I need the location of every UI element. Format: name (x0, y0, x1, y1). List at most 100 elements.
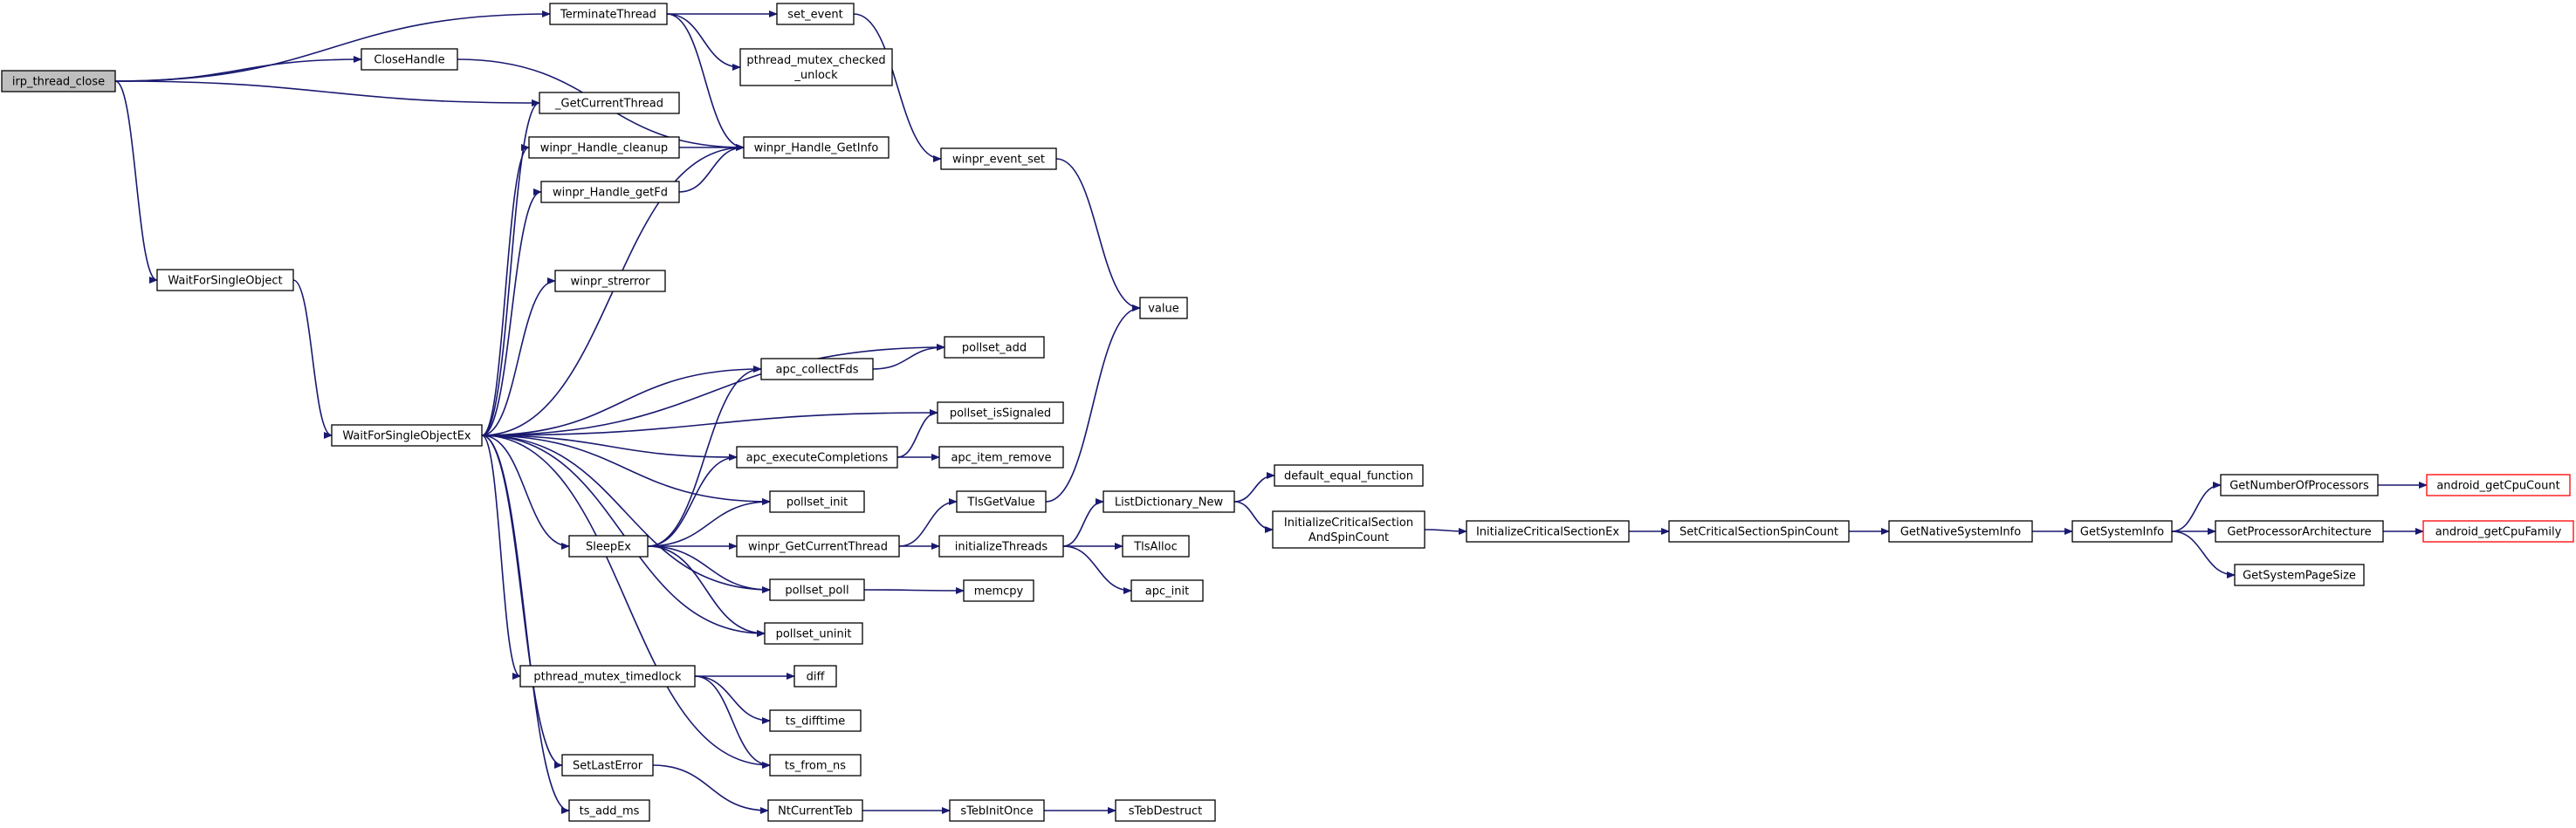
node-diff[interactable]: diff (793, 665, 837, 688)
node-ts-difftime[interactable]: ts_difftime (769, 709, 862, 732)
node-box (539, 92, 680, 114)
node-label: WaitForSingleObject (168, 275, 282, 288)
node-pollset-add[interactable]: pollset_add (944, 336, 1045, 359)
node-winpr-handle-get-fd[interactable]: winpr_Handle_getFd (540, 181, 680, 203)
node-s-teb-destruct[interactable]: sTebDestruct (1115, 799, 1216, 822)
node-set-last-error[interactable]: SetLastError (561, 754, 654, 777)
edge-wait-for-single-object-ex-to-pollset-init (481, 435, 771, 505)
node-initialize-critical-section-ex[interactable]: InitializeCriticalSectionEx (1466, 520, 1630, 543)
edge-winpr-get-current-thread-to-tls-get-value (898, 498, 958, 547)
node-box (1274, 464, 1424, 487)
node-apc-item-remove[interactable]: apc_item_remove (938, 446, 1064, 469)
node-box (331, 424, 483, 447)
edge-initialize-critical-section-and-spin-count-to-initialize-critical-section-ex (1424, 527, 1467, 535)
node-box (938, 446, 1064, 469)
node-box (1130, 579, 1204, 602)
node-winpr-strerror[interactable]: winpr_strerror (554, 270, 666, 292)
node-label: diff (807, 671, 826, 684)
node-irp-thread-close[interactable]: irp_thread_close (1, 70, 116, 92)
node-apc-init[interactable]: apc_init (1130, 579, 1204, 602)
node-get-current-thread[interactable]: _GetCurrentThread (539, 92, 680, 114)
node-label: winpr_Handle_cleanup (540, 142, 668, 155)
node-ts-add-ms[interactable]: ts_add_ms (568, 799, 650, 822)
node-box (568, 799, 650, 822)
node-pollset-init[interactable]: pollset_init (769, 490, 865, 513)
node-label: InitializeCriticalSectionEx (1476, 526, 1619, 539)
node-box (2220, 474, 2379, 496)
node-box (2426, 474, 2571, 496)
node-android-get-cpu-family[interactable]: android_getCpuFamily (2422, 520, 2574, 543)
node-pollset-poll[interactable]: pollset_poll (769, 578, 865, 601)
edge-wait-for-single-object-ex-to-ts-from-ns (481, 435, 771, 769)
edge-wait-for-single-object-ex-to-ts-add-ms (481, 435, 570, 814)
node-default-equal-function[interactable]: default_equal_function (1274, 464, 1424, 487)
edge-irp-thread-close-to-get-current-thread (114, 80, 540, 106)
node-tls-alloc[interactable]: TlsAlloc (1122, 535, 1190, 558)
node-winpr-get-current-thread[interactable]: winpr_GetCurrentThread (736, 535, 900, 558)
node-pthread-mutex-timedlock[interactable]: pthread_mutex_timedlock (519, 665, 696, 688)
node-pollset-uninit[interactable]: pollset_uninit (764, 622, 863, 645)
node-label: _unlock (793, 69, 838, 82)
node-list-dictionary-new[interactable]: ListDictionary_New (1103, 490, 1235, 513)
edges-layer (114, 10, 2428, 814)
node-box (938, 535, 1064, 558)
node-label: TlsAlloc (1133, 541, 1178, 554)
node-terminate-thread[interactable]: TerminateThread (549, 3, 668, 25)
node-apc-collect-fds[interactable]: apc_collectFds (760, 358, 874, 380)
node-box (769, 490, 865, 513)
node-box (1139, 297, 1188, 319)
edge-wait-for-single-object-ex-to-pollset-is-signaled (481, 409, 938, 436)
node-get-number-of-processors[interactable]: GetNumberOfProcessors (2220, 474, 2379, 496)
edge-sleep-ex-to-pollset-poll (647, 545, 771, 593)
edge-list-dictionary-new-to-initialize-critical-section-and-spin-count (1233, 501, 1274, 533)
edge-winpr-event-set-to-value (1055, 158, 1141, 311)
node-box (549, 3, 668, 25)
node-winpr-handle-get-info[interactable]: winpr_Handle_GetInfo (743, 136, 890, 159)
node-winpr-event-set[interactable]: winpr_event_set (940, 147, 1057, 170)
node-pollset-is-signaled[interactable]: pollset_isSignaled (937, 401, 1064, 424)
node-get-system-info[interactable]: GetSystemInfo (2071, 520, 2173, 543)
node-box (1668, 520, 1850, 543)
node-initialize-threads[interactable]: initializeThreads (938, 535, 1064, 558)
node-label: android_getCpuCount (2436, 480, 2559, 493)
node-box (519, 665, 696, 688)
node-s-teb-init-once[interactable]: sTebInitOnce (949, 799, 1045, 822)
node-close-handle[interactable]: CloseHandle (361, 48, 458, 71)
node-winpr-handle-cleanup[interactable]: winpr_Handle_cleanup (528, 136, 680, 159)
edge-wait-for-single-object-ex-to-pthread-mutex-timedlock (481, 435, 521, 680)
node-label: winpr_strerror (571, 276, 651, 289)
node-value[interactable]: value (1139, 297, 1188, 319)
edge-tls-get-value-to-value (1045, 305, 1141, 503)
node-pthread-mutex-checked-unlock[interactable]: pthread_mutex_checked_unlock (739, 48, 893, 86)
node-android-get-cpu-count[interactable]: android_getCpuCount (2426, 474, 2571, 496)
node-tls-get-value[interactable]: TlsGetValue (956, 490, 1047, 513)
node-get-system-page-size[interactable]: GetSystemPageSize (2234, 564, 2365, 586)
node-get-processor-architecture[interactable]: GetProcessorArchitecture (2215, 520, 2384, 543)
node-set-event[interactable]: set_event (776, 3, 855, 25)
node-sleep-ex[interactable]: SleepEx (568, 535, 649, 558)
node-label: apc_item_remove (951, 452, 1051, 465)
edge-apc-execute-completions-to-pollset-is-signaled (896, 409, 938, 458)
node-set-critical-section-spin-count[interactable]: SetCriticalSectionSpinCount (1668, 520, 1850, 543)
node-memcpy[interactable]: memcpy (963, 579, 1034, 602)
node-ts-from-ns[interactable]: ts_from_ns (769, 754, 862, 777)
node-apc-execute-completions[interactable]: apc_executeCompletions (736, 446, 898, 469)
node-label: default_equal_function (1284, 470, 1413, 483)
node-get-native-system-info[interactable]: GetNativeSystemInfo (1888, 520, 2033, 543)
node-label: _GetCurrentThread (554, 98, 663, 111)
node-nt-current-teb[interactable]: NtCurrentTeb (767, 799, 863, 822)
nodes-layer: irp_thread_close TerminateThreadCloseHand… (1, 3, 2574, 822)
node-label: TlsGetValue (966, 496, 1034, 510)
node-wait-for-single-object[interactable]: WaitForSingleObject (156, 269, 294, 291)
node-wait-for-single-object-ex[interactable]: WaitForSingleObjectEx (331, 424, 483, 447)
node-box (736, 446, 898, 469)
node-label: sTebDestruct (1129, 805, 1202, 818)
edge-sleep-ex-to-pollset-init (647, 498, 771, 547)
node-label: SetCriticalSectionSpinCount (1680, 526, 1838, 539)
edge-wait-for-single-object-ex-to-set-last-error (481, 435, 563, 769)
node-box (1272, 510, 1425, 549)
node-box (540, 181, 680, 203)
edge-wait-for-single-object-ex-to-winpr-strerror (481, 277, 556, 436)
node-box (1888, 520, 2033, 543)
